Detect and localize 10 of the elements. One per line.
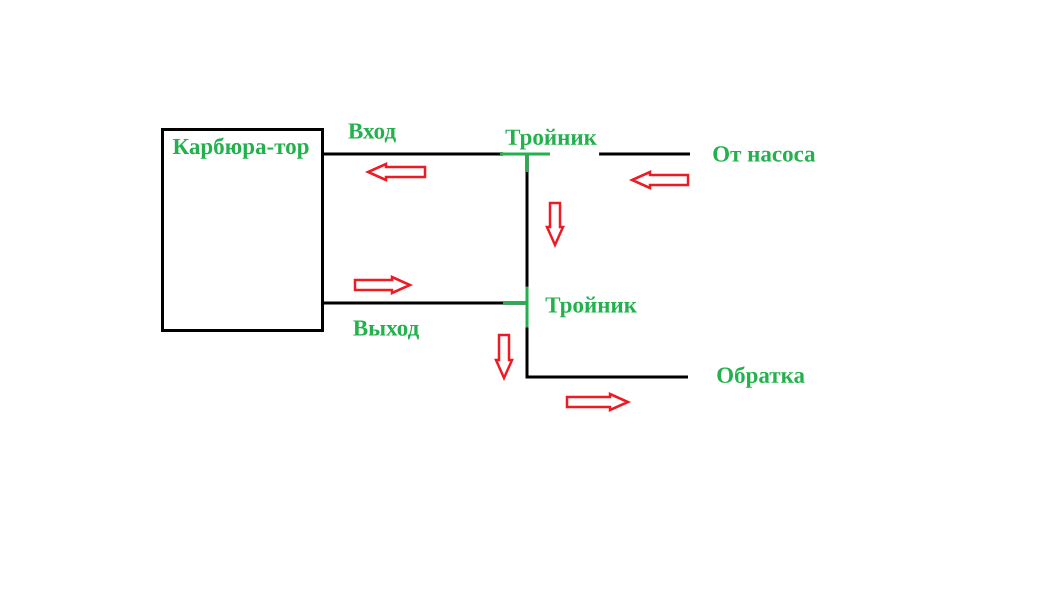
tee-label: Тройник [545, 296, 637, 318]
edge-label: Выход [353, 320, 419, 340]
carburetor-box: Карбюра-тор [161, 128, 324, 332]
pipe-line [525, 327, 688, 379]
pipe-line [599, 152, 690, 156]
inlet-label: От насоса [713, 146, 816, 162]
tee-label: Тройник [505, 128, 597, 150]
return-label: Обратка [717, 366, 805, 388]
pipe-line [324, 152, 503, 156]
edge-label: Вход [348, 123, 396, 143]
